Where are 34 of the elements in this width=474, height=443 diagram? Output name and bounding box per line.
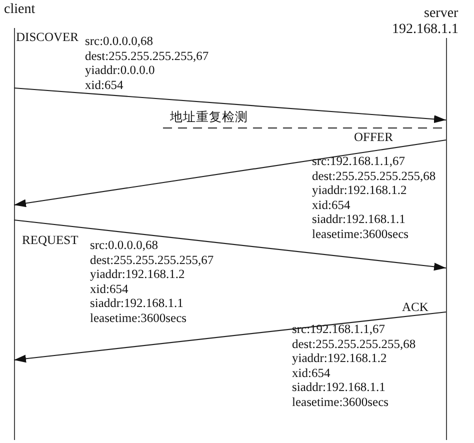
field-text: leasetime:3600secs [292,394,388,409]
field-text: dest:255.255.255.255,68 [312,168,436,183]
field-text: dest:255.255.255.255,68 [292,336,416,351]
field-text: xid:654 [292,366,330,380]
message-label: ACK [402,300,428,314]
field-text: yiaddr:192.168.1.2 [90,267,185,282]
message-label: 地址重复检测 [170,110,248,124]
message-label: DISCOVER [16,30,79,44]
participant-name: server [424,6,458,22]
field-text: dest:255.255.255.255,67 [85,48,209,63]
field-text: yiaddr:192.168.1.2 [292,351,387,366]
message-label: REQUEST [22,233,78,248]
message-arrow [14,311,446,363]
field-text: yiaddr:0.0.0.0 [85,63,155,78]
field-text: src:0.0.0.0,68 [90,238,158,252]
message-label: OFFER [354,130,393,144]
participant-name: client [4,2,36,18]
field-text: leasetime:3600secs [90,310,186,325]
field-text: dest:255.255.255.255,67 [90,252,214,267]
field-text: leasetime:3600secs [312,226,408,241]
message-arrow [14,139,446,208]
participant-name: 192.168.1.1 [392,22,458,38]
field-text: siaddr:192.168.1.1 [312,212,406,226]
field-text: siaddr:192.168.1.1 [292,380,386,394]
field-text: src:192.168.1.1,67 [292,322,386,336]
message-arrow [14,219,446,271]
field-text: siaddr:192.168.1.1 [90,296,184,310]
field-text: xid:654 [85,78,124,92]
field-text: src:192.168.1.1,67 [312,154,406,168]
field-text: xid:654 [312,198,350,212]
field-text: src:0.0.0.0,68 [85,34,154,48]
field-text: xid:654 [90,282,128,296]
field-text: yiaddr:192.168.1.2 [312,183,407,198]
message-arrow [14,87,446,124]
